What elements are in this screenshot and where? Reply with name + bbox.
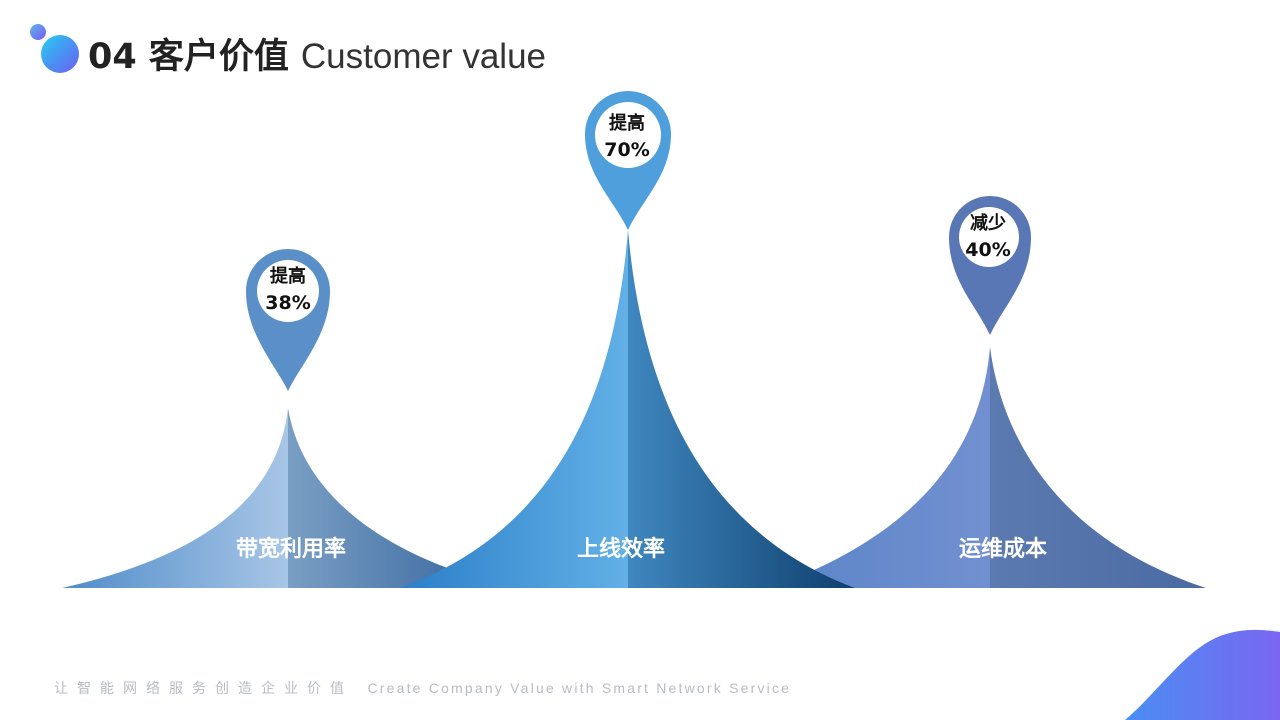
logo-dot-small (30, 24, 46, 40)
footer-slogan-cn: 让智能网络服务创造企业价值 (54, 681, 353, 697)
badge-launch-efficiency: 提高 70% (587, 111, 667, 163)
pin-marker-1 (246, 249, 330, 391)
badge-3-line2: 40% (965, 239, 1011, 261)
badge-2-line1: 提高 (609, 113, 645, 134)
pin-marker-2 (585, 91, 671, 230)
logo-dot-large (41, 35, 79, 73)
footer-slogan-en: Create Company Value with Smart Network … (367, 680, 792, 696)
page-title: 04 客户价值 Customer value (88, 28, 546, 78)
label-bandwidth-utilization: 带宽利用率 (235, 537, 346, 562)
badge-3-line1: 减少 (970, 213, 1006, 234)
label-launch-efficiency: 上线效率 (576, 537, 665, 562)
footer-slogan: 让智能网络服务创造企业价值 Create Company Value with … (54, 678, 791, 698)
badge-1-line1: 提高 (270, 266, 306, 287)
label-operations-cost: 运维成本 (958, 537, 1047, 562)
badge-2-line2: 70% (604, 139, 650, 161)
pin-marker-3 (949, 196, 1031, 335)
badge-bandwidth-utilization: 提高 38% (248, 264, 328, 316)
peak-launch-efficiency (400, 230, 855, 588)
peak-bandwidth-utilization (62, 408, 512, 588)
page-title-en: Customer value (300, 37, 547, 76)
peak-operations-cost (770, 347, 1206, 588)
badge-1-line2: 38% (265, 292, 311, 314)
badge-operations-cost: 减少 40% (948, 211, 1028, 263)
page-title-cn: 04 客户价值 (88, 37, 289, 77)
